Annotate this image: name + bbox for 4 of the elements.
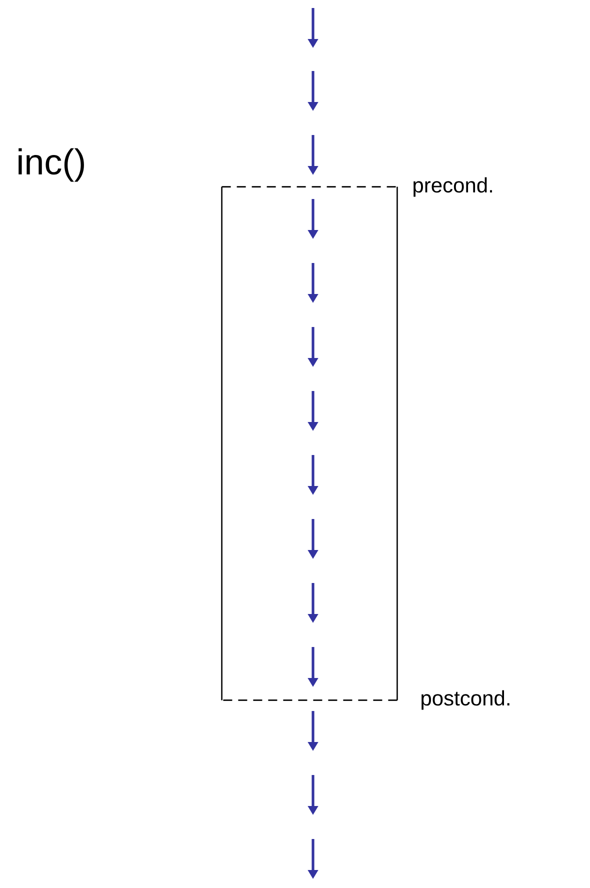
condition-label: precond. <box>414 177 492 197</box>
condition-label: postcond. <box>422 690 510 710</box>
box-outline <box>221 186 398 701</box>
function-label: inc() <box>18 148 84 182</box>
